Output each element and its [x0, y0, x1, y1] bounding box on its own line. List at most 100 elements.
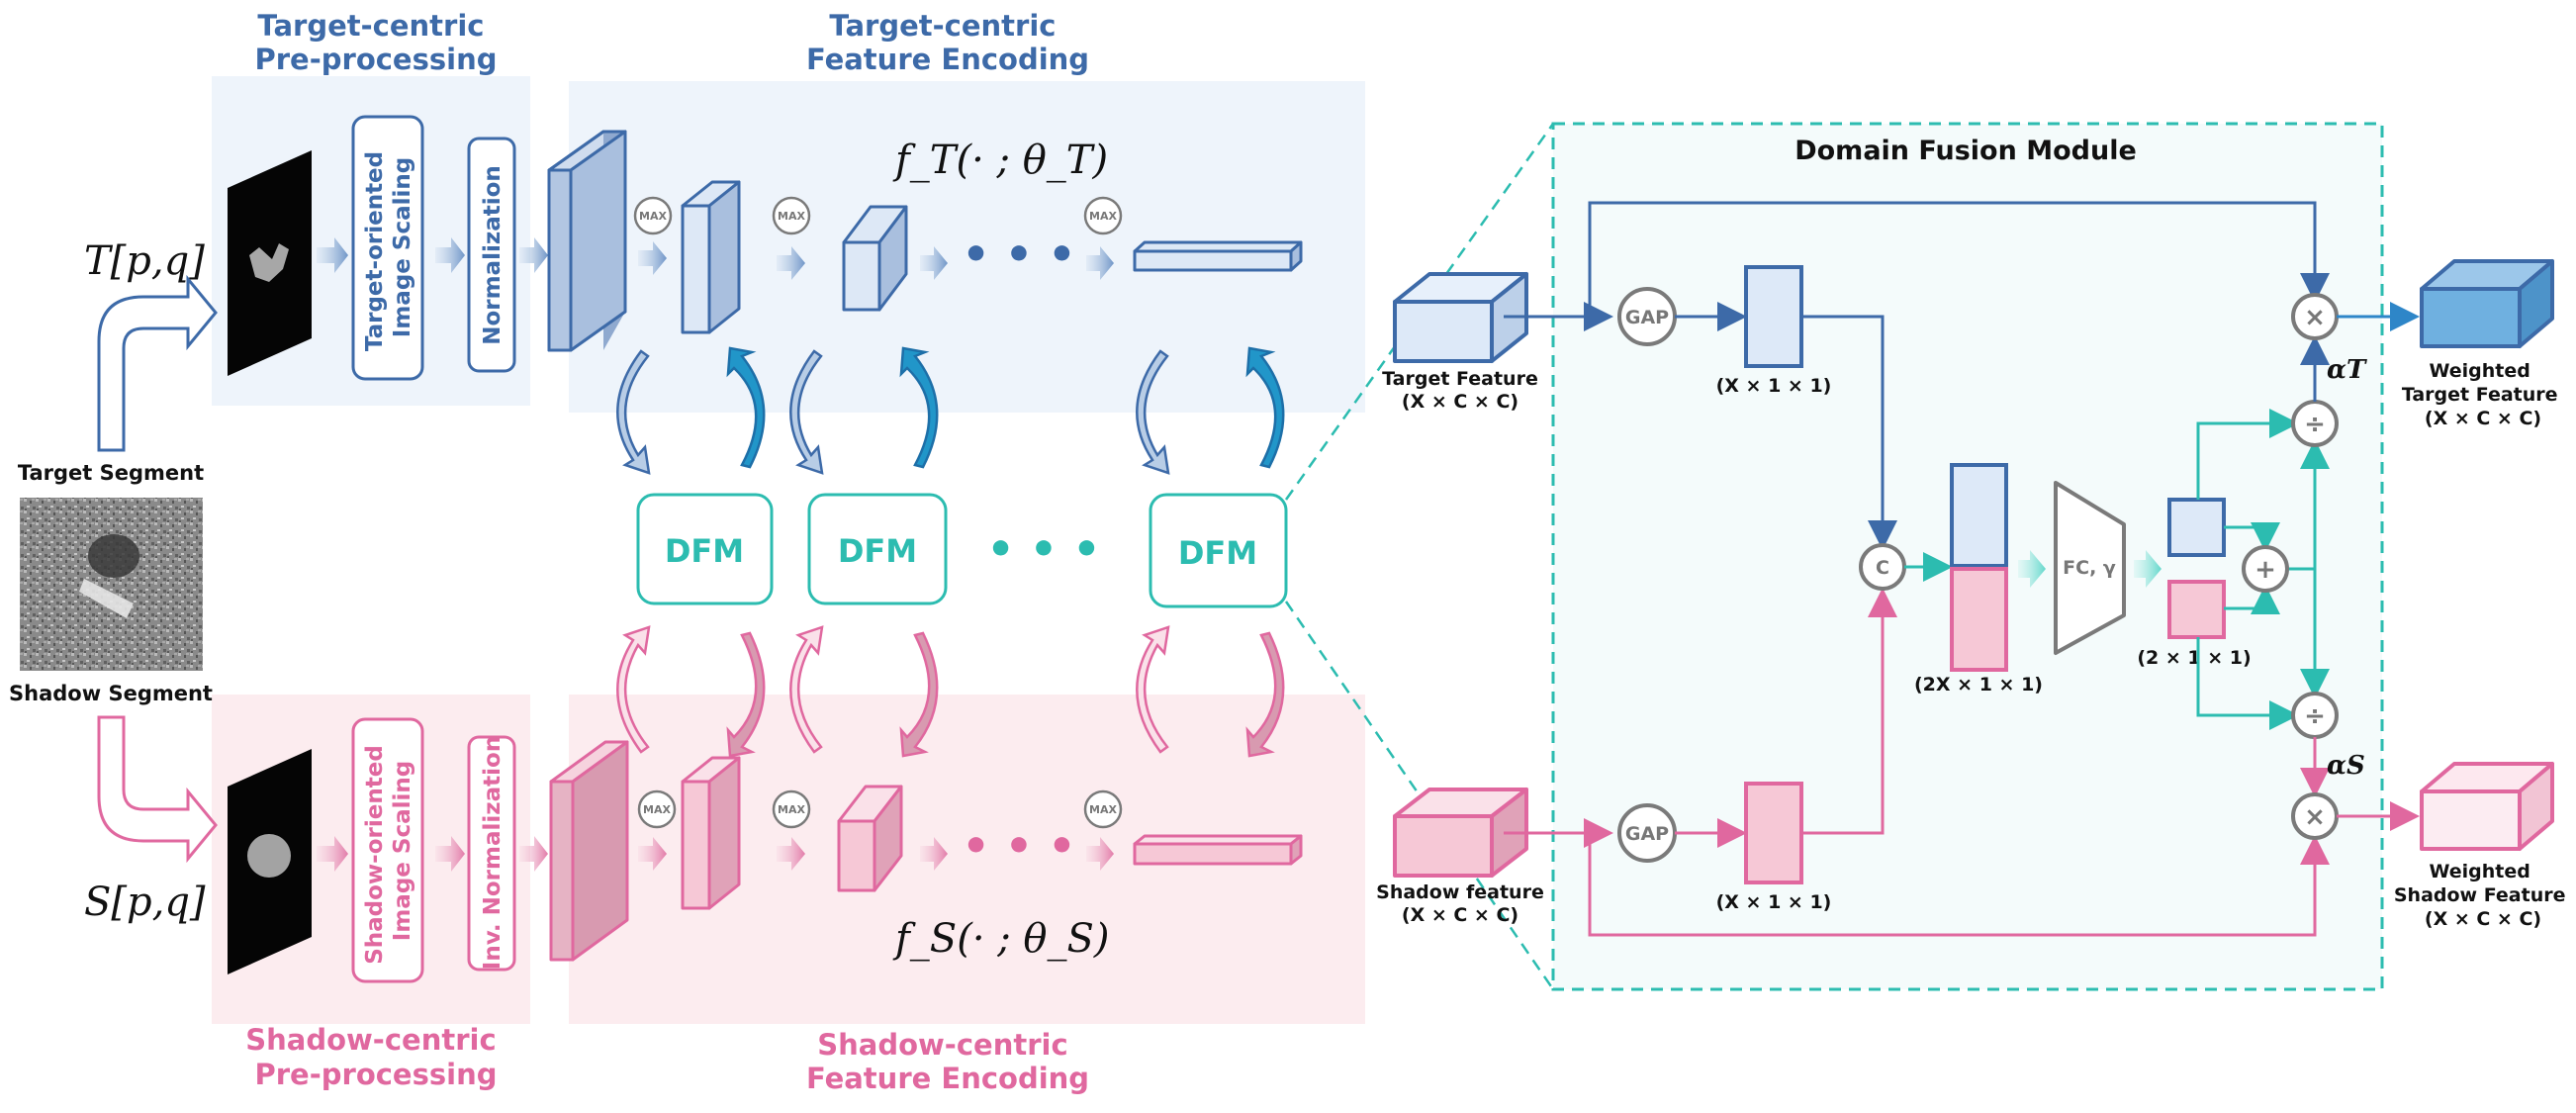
- shadow-vector-dim: (X × 1 × 1): [1716, 891, 1832, 913]
- zoom-line-top: [1284, 123, 1555, 501]
- sum-label: +: [2254, 555, 2276, 585]
- target-gap-label: GAP: [1625, 307, 1669, 328]
- target-encoder-stage-1: [547, 130, 627, 352]
- concat-dim: (2X × 1 × 1): [1914, 674, 2043, 696]
- target-vec-to-concat-line: [1801, 315, 1897, 550]
- input-segment-shadow-streak: [79, 579, 134, 618]
- weight-box-shadow: [2167, 580, 2226, 639]
- stack-to-fc-arrow: [2018, 550, 2046, 588]
- dfm-ellipsis: • • •: [986, 524, 1100, 575]
- weighted-target-label: Weighted Target Feature (X × C × C): [2402, 360, 2564, 429]
- concat-stack-target: [1950, 463, 2008, 568]
- target-chip-content: [249, 243, 289, 282]
- shadow-max-pool-1-label: MAX: [643, 803, 671, 816]
- shadow-chip-content: [247, 834, 291, 878]
- domain-fusion-module-title: Domain Fusion Module: [1794, 136, 2137, 166]
- dfm-block-2-label: DFM: [838, 532, 917, 570]
- shadow-feature-cube: [1393, 788, 1528, 878]
- target-encoder-stage-last: [1133, 240, 1303, 272]
- shadow-max-pool-3-label: MAX: [1089, 803, 1117, 816]
- shadow-max-pool-2: [772, 789, 811, 829]
- shadow-enc-ellipsis: • • •: [962, 821, 1075, 872]
- fc-gamma-block: [2054, 481, 2126, 655]
- target-vector-dim: (X × 1 × 1): [1716, 375, 1832, 397]
- shadow-encoder-stage-last: [1133, 834, 1303, 866]
- dfm-block-1-label: DFM: [665, 532, 744, 570]
- shadow-branch-arrow: [97, 715, 218, 864]
- shadow-skip-line: [1588, 833, 2330, 937]
- shadow-encoder-function: f_S(· ; θ_S): [892, 916, 1110, 962]
- weighted-shadow-label: Weighted Shadow Feature (X × C × C): [2394, 861, 2572, 930]
- target-vector-box: [1744, 265, 1803, 368]
- shadow-encoding-title: Shadow-centric Feature Encoding: [806, 1028, 1089, 1095]
- fc-gamma-label: FC, γ: [2063, 557, 2116, 579]
- shadow-enc-arrow-2: [777, 837, 805, 871]
- target-image-scaling-box: [351, 115, 424, 381]
- shadow-input-math: S[p,q]: [84, 880, 206, 925]
- input-segment-image: [20, 498, 203, 671]
- target-preprocess-title: Target-centric Pre-processing: [255, 9, 498, 76]
- shadow-max-pool-1: [637, 789, 677, 829]
- target-enc-arrow-1: [638, 241, 667, 275]
- target-normalization-box: [467, 137, 516, 373]
- target-encoder-stage-2: [681, 180, 741, 334]
- weighted-target-feature-cube: [2420, 259, 2554, 348]
- target-max-pool-2: [772, 196, 811, 235]
- shadow-gap-label: GAP: [1625, 823, 1669, 845]
- concat-stack-shadow: [1950, 567, 2008, 672]
- target-enc-arrow-4: [1086, 246, 1114, 280]
- shadow-image-scaling-label: Shadow-oriented Image Scaling: [362, 737, 415, 965]
- input-segment-target-blob: [88, 534, 139, 578]
- target-enc-ellipsis: • • •: [962, 230, 1075, 280]
- shadow-normalization-box: [467, 735, 516, 972]
- fc-to-weights-arrow: [2134, 550, 2162, 588]
- target-normalization-label: Normalization: [480, 165, 506, 345]
- target-max-pool-3: [1083, 196, 1123, 235]
- target-max-pool-3-label: MAX: [1089, 210, 1117, 223]
- target-max-pool-1-label: MAX: [639, 210, 667, 223]
- target-branch-arrow: [97, 274, 218, 452]
- target-skip-line: [1588, 201, 2330, 317]
- shadow-vector-box: [1744, 782, 1803, 884]
- target-image-scaling-label: Target-oriented Image Scaling: [362, 143, 415, 351]
- shadow-image-scaling-box: [351, 717, 424, 983]
- target-feature-label: Target Feature: [1382, 368, 1538, 390]
- concat-label: C: [1876, 557, 1889, 579]
- shadow-enc-arrow-1: [638, 837, 667, 871]
- target-encoder-function: f_T(· ; θ_T): [892, 138, 1108, 183]
- shadow-max-pool-2-label: MAX: [778, 803, 805, 816]
- shadow-encoder-stage-3: [837, 785, 903, 892]
- softmax-connections: [2196, 409, 2330, 730]
- shadow-preprocess-title: Shadow-centric Pre-processing: [245, 1023, 506, 1091]
- shadow-to-dfm-curves: [616, 625, 1285, 758]
- alpha-t-label: αT: [2327, 355, 2367, 385]
- target-feature-dim: (X × C × C): [1402, 391, 1518, 413]
- target-to-dfm-curves: [616, 346, 1285, 475]
- target-max-pool-2-label: MAX: [778, 210, 805, 223]
- dfm-block-1: [636, 493, 774, 605]
- weight-box-target: [2167, 498, 2226, 557]
- shadow-feature-label: Shadow feature: [1376, 881, 1544, 903]
- shadow-enc-arrow-4: [1086, 837, 1114, 871]
- weights-dim: (2 × 1 × 1): [2137, 647, 2251, 669]
- weighted-shadow-feature-cube: [2420, 762, 2554, 851]
- shadow-max-pool-3: [1083, 789, 1123, 829]
- target-enc-arrow-2: [777, 246, 805, 280]
- target-divide-label: ÷: [2304, 410, 2326, 439]
- shadow-divide-label: ÷: [2304, 701, 2326, 731]
- target-input-math: T[p,q]: [84, 238, 205, 284]
- alpha-s-label: αS: [2327, 751, 2365, 781]
- dfm-block-3: [1149, 493, 1288, 608]
- shadow-vec-to-concat-line: [1801, 588, 1897, 835]
- shadow-multiply-label: ×: [2304, 802, 2326, 832]
- shadow-segment-label: Shadow Segment: [9, 682, 213, 705]
- target-segment-label: Target Segment: [18, 461, 204, 485]
- shadow-feature-dim: (X × C × C): [1402, 904, 1518, 926]
- shadow-normalization-label: Inv. Normalization: [480, 736, 506, 970]
- shadow-encoder-stage-1: [549, 740, 629, 962]
- target-encoding-title: Target-centric Feature Encoding: [806, 9, 1089, 76]
- dfm-block-2: [807, 493, 948, 605]
- target-max-pool-1: [633, 196, 673, 235]
- dfm-block-3-label: DFM: [1178, 534, 1257, 572]
